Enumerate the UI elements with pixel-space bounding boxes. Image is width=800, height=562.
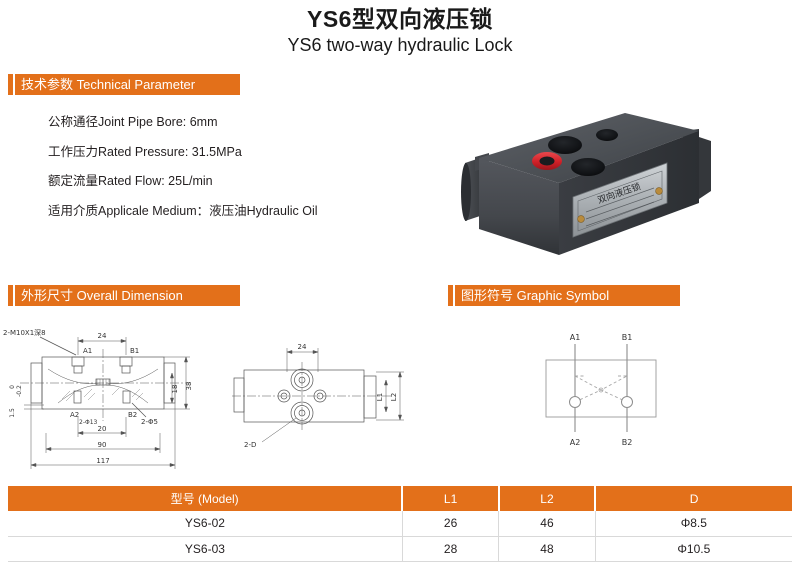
dim-label-height-38: 38 xyxy=(185,382,193,391)
dim-bottom-20 xyxy=(77,417,127,437)
dim-label-bottom-90: 90 xyxy=(98,441,107,449)
table-cell-model: YS6-03 xyxy=(8,536,403,562)
graphic-symbol-svg: A1 B1 A2 B2 xyxy=(545,333,657,447)
table-cell-l1: 28 xyxy=(402,536,500,562)
table-row: YS6-02 26 46 Φ8.5 xyxy=(8,511,792,537)
symbol-label-b1: B1 xyxy=(622,333,633,342)
dimension-drawing-top-view: 24 L1 L2 2-D xyxy=(232,330,432,460)
page-title-block: YS6型双向液压锁 YS6 two-way hydraulic Lock xyxy=(0,0,800,58)
section-header-graphic-symbol-label: 图形符号 Graphic Symbol xyxy=(461,288,610,303)
dim-label-bottom-117: 117 xyxy=(96,457,109,465)
dim-label-left-tol-bottom: -0.2 xyxy=(16,385,23,397)
symbol-label-a2: A2 xyxy=(570,438,581,447)
dim-l1 xyxy=(384,379,388,413)
symbol-pilot-node xyxy=(598,387,604,393)
symbol-check-valve-left xyxy=(569,396,581,408)
product-photo-svg: 双向液压锁 xyxy=(461,113,711,255)
section-header-overall-dimension-label: 外形尺寸 Overall Dimension xyxy=(21,288,183,303)
table-header-model: 型号 (Model) xyxy=(8,486,404,511)
product-red-plug xyxy=(532,152,562,170)
parameter-item-flow: 额定流量Rated Flow: 25L/min xyxy=(48,174,213,188)
graphic-symbol-diagram: A1 B1 A2 B2 xyxy=(530,332,715,452)
technical-parameter-list: 公称通径Joint Pipe Bore: 6mm 工作压力Rated Press… xyxy=(8,116,428,234)
table-header-d: D xyxy=(595,486,792,511)
dim-label-pin-note: 2-Φ5 xyxy=(141,418,158,426)
dimension-drawing-svg: 24 2-M10X1深8 A1 B1 A2 B2 2-Φ13 2-Φ5 38 1… xyxy=(3,328,193,469)
dim-label-bore-note: 2-Φ13 xyxy=(79,419,98,426)
top-view-ports xyxy=(277,368,327,425)
product-top-face xyxy=(479,113,699,183)
table-cell-l1: 26 xyxy=(402,511,500,537)
product-port-hole-2 xyxy=(596,129,618,141)
dim-label-thread-note: 2-M10X1深8 xyxy=(3,328,46,337)
table-cell-d: Φ8.5 xyxy=(595,511,792,537)
section-header-overall-dimension: 外形尺寸 Overall Dimension xyxy=(8,285,240,306)
end-drawing-svg: 24 L1 L2 2-D xyxy=(232,343,404,449)
dim-label-l2: L2 xyxy=(390,393,398,401)
dim-label-hole-note: 2-D xyxy=(244,441,256,449)
dim-label-left-tol-value: 1.5 xyxy=(9,408,16,418)
dim-label-b1: B1 xyxy=(130,347,139,355)
dim-label-a2: A2 xyxy=(70,411,79,419)
product-photo: 双向液压锁 xyxy=(455,95,715,270)
specification-table: 型号 (Model) L1 L2 D YS6-02 26 46 Φ8.5 YS6… xyxy=(8,486,792,562)
dim-topview-24 xyxy=(286,348,319,372)
dim-left-tolerance xyxy=(24,404,44,410)
symbol-label-b2: B2 xyxy=(622,438,633,447)
symbol-label-a1: A1 xyxy=(570,333,581,342)
dim-bottom-117 xyxy=(30,403,176,469)
symbol-pilot-lines xyxy=(574,375,628,403)
symbol-check-valve-right xyxy=(621,396,633,408)
table-cell-l2: 48 xyxy=(498,536,596,562)
product-front-face xyxy=(479,158,559,255)
dim-label-b2: B2 xyxy=(128,411,137,419)
dim-label-a1: A1 xyxy=(83,347,92,355)
dim-label-height-18: 18 xyxy=(171,385,179,394)
dim-label-bottom-20: 20 xyxy=(98,425,107,433)
dim-l2 xyxy=(376,371,404,421)
section-header-technical-parameter: 技术参数 Technical Parameter xyxy=(8,74,240,95)
dim-label-l1: L1 xyxy=(376,393,384,401)
parameter-item-pressure: 工作压力Rated Pressure: 31.5MPa xyxy=(48,144,242,159)
table-row: YS6-03 28 48 Φ10.5 xyxy=(8,536,792,562)
table-cell-l2: 46 xyxy=(498,511,596,537)
parameter-item-bore: 公称通径Joint Pipe Bore: 6mm xyxy=(48,115,218,129)
dim-label-left-tol-top: 0 xyxy=(9,385,16,389)
product-nameplate: 双向液压锁 xyxy=(572,162,668,238)
section-header-graphic-symbol: 图形符号 Graphic Symbol xyxy=(448,285,680,306)
dim-label-top-24: 24 xyxy=(98,332,107,340)
page-title-cn: YS6型双向液压锁 xyxy=(307,6,493,32)
parameter-item-medium: 适用介质Applicale Medium：液压油Hydraulic Oil xyxy=(48,203,318,218)
dim-height-18 xyxy=(170,372,174,404)
table-header-l2: L2 xyxy=(498,486,597,511)
table-cell-model: YS6-02 xyxy=(8,511,403,537)
symbol-port-lines xyxy=(574,344,628,432)
symbol-envelope xyxy=(545,359,657,418)
dim-height-38 xyxy=(164,356,190,410)
dim-label-topview-24: 24 xyxy=(298,343,307,351)
table-header-l1: L1 xyxy=(402,486,500,511)
product-port-hole-3 xyxy=(571,158,605,176)
product-port-hole-1 xyxy=(548,136,582,154)
section-header-technical-parameter-label: 技术参数 Technical Parameter xyxy=(21,77,196,92)
dimension-drawing-front-view: 24 2-M10X1深8 A1 B1 A2 B2 2-Φ13 2-Φ5 38 1… xyxy=(0,325,235,485)
table-cell-d: Φ10.5 xyxy=(595,536,792,562)
page-title-en: YS6 two-way hydraulic Lock xyxy=(287,35,513,56)
dim-bottom-90 xyxy=(45,433,161,453)
product-right-boss xyxy=(699,137,711,199)
dim-top-24 xyxy=(77,337,127,355)
table-header-row: 型号 (Model) L1 L2 D xyxy=(8,486,792,511)
